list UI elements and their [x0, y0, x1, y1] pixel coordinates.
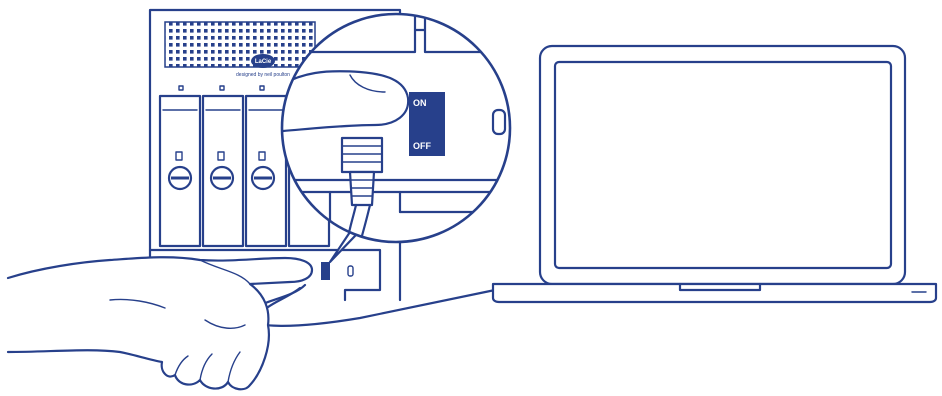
lock-icon	[167, 151, 193, 191]
drive-bay-2	[201, 94, 245, 248]
power-switch-icon[interactable]: ON OFF	[409, 92, 445, 156]
lock-icon	[209, 151, 235, 191]
svg-text:designed by neil poulton: designed by neil poulton	[236, 72, 290, 78]
laptop-icon	[491, 44, 938, 304]
lock-icon	[250, 151, 276, 191]
svg-text:LaCie: LaCie	[255, 59, 272, 65]
ventilation-grill	[164, 21, 316, 68]
lacie-logo: LaCie designed by neil poulton	[236, 54, 290, 78]
laptop-screen	[553, 60, 893, 270]
power-connector	[340, 136, 384, 242]
svg-text:OFF: OFF	[413, 141, 431, 151]
power-switch-small[interactable]	[321, 262, 330, 280]
kensington-slot	[491, 108, 507, 136]
hand-icon	[6, 256, 314, 391]
svg-text:ON: ON	[413, 98, 427, 108]
laptop-base	[491, 282, 938, 304]
